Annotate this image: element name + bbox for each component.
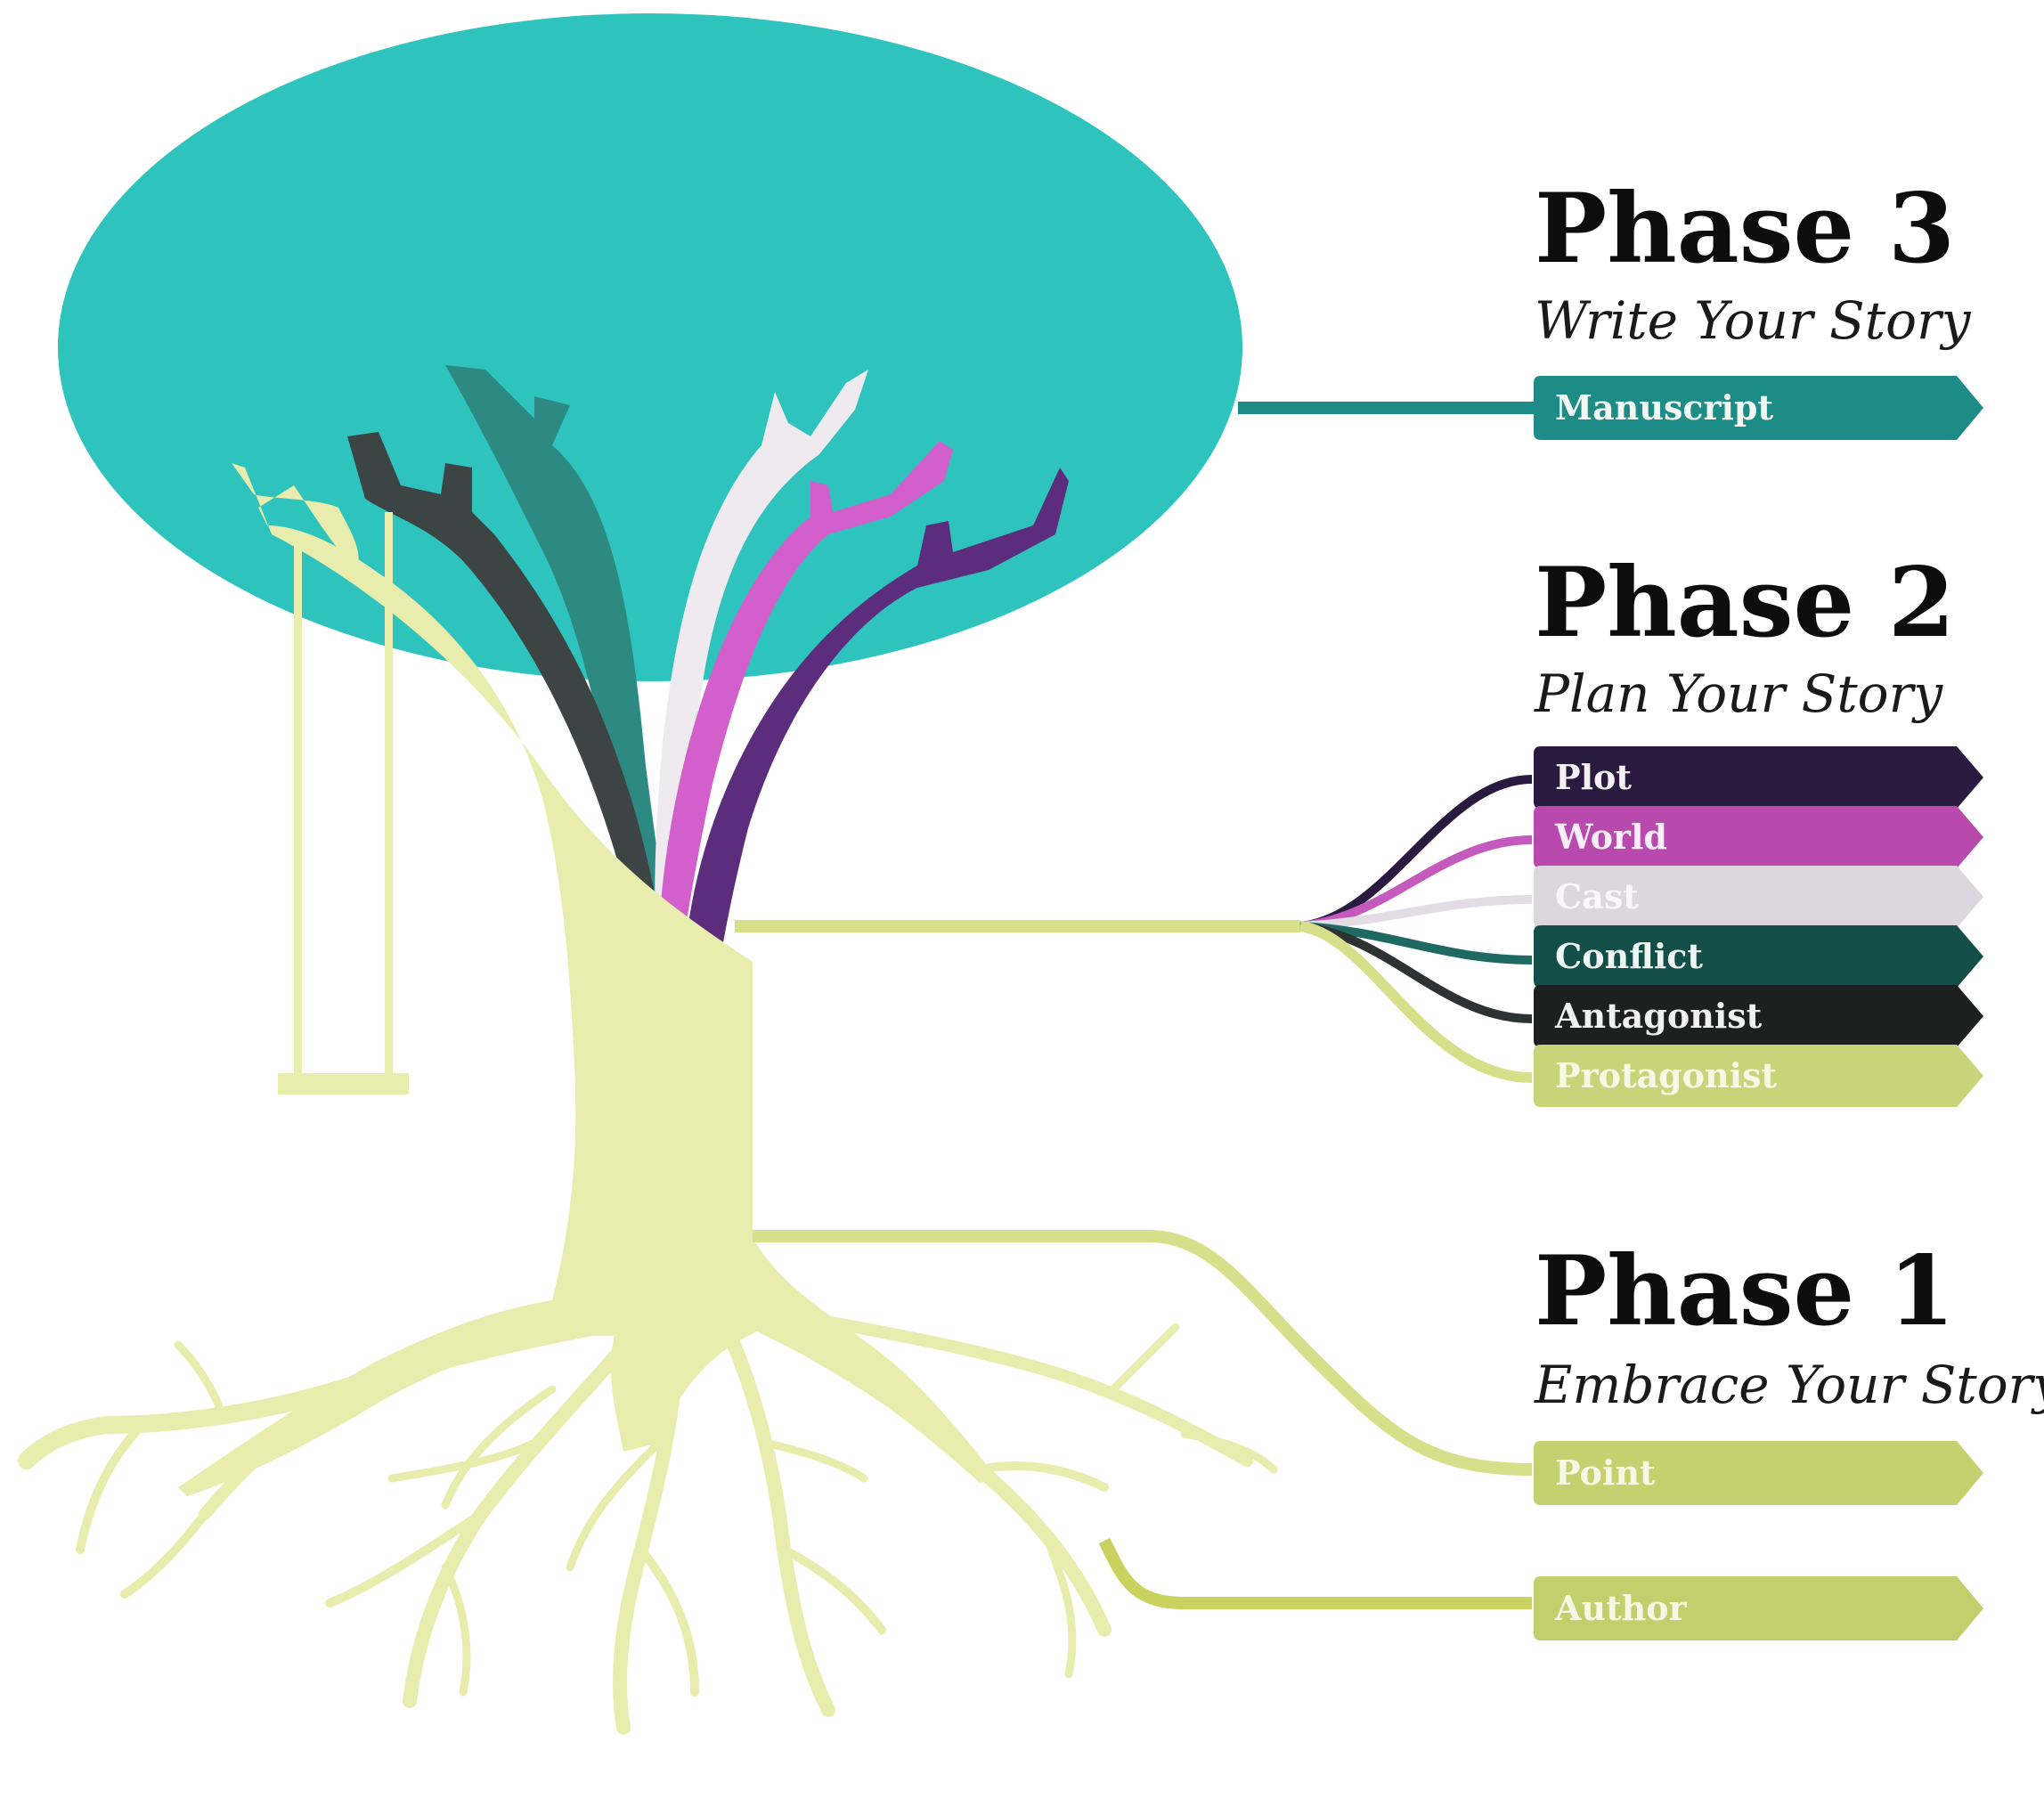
phase-title: Phase 1 [1535, 1235, 1955, 1347]
swing-rope-right [385, 512, 393, 1082]
tag-shape [1534, 985, 1983, 1047]
tag-plot: Plot [1534, 746, 1983, 809]
tag-label: Cast [1555, 876, 1639, 916]
tag-shape [1534, 376, 1983, 440]
phase-subtitle: Plan Your Story [1534, 663, 1943, 724]
tag-point: Point [1534, 1441, 1983, 1505]
tag-label: Plot [1555, 757, 1632, 797]
tag-world: World [1534, 806, 1983, 868]
phase-subtitle: Write Your Story [1535, 290, 1972, 351]
tag-shape [1534, 1045, 1983, 1107]
tag-label: Antagonist [1554, 996, 1763, 1036]
connector-author [1098, 1537, 1532, 1609]
tag-shape [1534, 925, 1983, 988]
tag-label: Protagonist [1555, 1055, 1777, 1095]
tag-conflict: Conflict [1534, 925, 1983, 988]
canopy [58, 13, 1242, 681]
tag-protagonist: Protagonist [1534, 1045, 1983, 1107]
tag-cast: Cast [1534, 866, 1983, 928]
tag-author: Author [1534, 1576, 1983, 1640]
tag-label: Manuscript [1555, 387, 1773, 427]
branch-magenta [659, 441, 953, 926]
tag-shape [1534, 866, 1983, 928]
tag-manuscript: Manuscript [1534, 376, 1983, 440]
tag-shape [1534, 746, 1983, 809]
phase-tags: ManuscriptPlotWorldCastConflictAntagonis… [1534, 376, 1983, 1640]
swing-rope-left [294, 534, 302, 1082]
tag-shape [1534, 1441, 1983, 1505]
swing [278, 512, 409, 1095]
tag-label: Conflict [1555, 936, 1703, 976]
branch-purple [686, 468, 1069, 953]
phase-2-header: Phase 2 Plan Your Story [1534, 547, 1955, 724]
phase-title: Phase 3 [1535, 173, 1955, 285]
tag-shape [1534, 1576, 1983, 1640]
tag-antagonist: Antagonist [1534, 985, 1983, 1047]
roots [18, 1303, 1278, 1735]
phase-1-header: Phase 1 Embrace Your Story [1534, 1235, 2044, 1415]
phase2-fan-connectors [1299, 775, 1533, 1083]
tag-label: Author [1554, 1588, 1688, 1628]
swing-seat [278, 1073, 409, 1095]
trunk [178, 463, 998, 1496]
phase-3-header: Phase 3 Write Your Story [1535, 173, 1972, 351]
phase-title: Phase 2 [1535, 547, 1955, 659]
tag-label: World [1554, 817, 1667, 857]
phase-subtitle: Embrace Your Story [1534, 1355, 2044, 1415]
connector-point [753, 1230, 1533, 1476]
tag-label: Point [1555, 1453, 1656, 1493]
tag-shape [1534, 806, 1983, 868]
